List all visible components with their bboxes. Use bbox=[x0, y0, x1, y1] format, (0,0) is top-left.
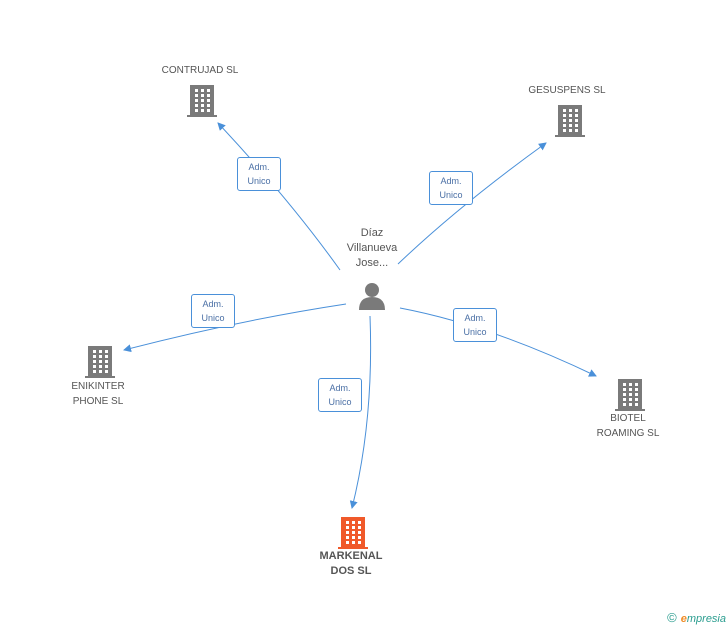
company-label-enikinter[interactable]: ENIKINTER PHONE SL bbox=[71, 381, 125, 407]
footer-brand: ©empresia bbox=[667, 610, 726, 625]
edge-enikinter bbox=[123, 303, 347, 353]
edge-markenal bbox=[349, 315, 372, 509]
edge-label-enikinter[interactable]: Adm. Unico bbox=[191, 294, 235, 328]
company-label-gesuspens[interactable]: GESUSPENS SL bbox=[528, 85, 606, 96]
brand-initial: e bbox=[680, 613, 687, 625]
person-icon[interactable] bbox=[359, 283, 385, 310]
building-icon-contrujad[interactable] bbox=[187, 85, 217, 117]
building-icon-markenal[interactable] bbox=[338, 517, 368, 549]
building-icon-enikinter[interactable] bbox=[85, 346, 115, 378]
edge-label-gesuspens[interactable]: Adm. Unico bbox=[429, 171, 473, 205]
edge-label-markenal[interactable]: Adm. Unico bbox=[318, 378, 362, 412]
company-label-contrujad[interactable]: CONTRUJAD SL bbox=[161, 65, 239, 76]
edge-contrujad bbox=[217, 122, 341, 271]
company-label-biotel[interactable]: BIOTEL ROAMING SL bbox=[596, 413, 660, 439]
building-icon-biotel[interactable] bbox=[615, 379, 645, 411]
brand-name: mpresia bbox=[686, 613, 726, 625]
person-name-label: Díaz Villanueva Jose... bbox=[346, 227, 398, 269]
edge-biotel bbox=[399, 307, 597, 377]
company-label-markenal[interactable]: MARKENAL DOS SL bbox=[319, 550, 383, 577]
copyright-symbol: © bbox=[667, 610, 677, 625]
building-icon-gesuspens[interactable] bbox=[555, 105, 585, 137]
edge-label-biotel[interactable]: Adm. Unico bbox=[453, 308, 497, 342]
edge-label-contrujad[interactable]: Adm. Unico bbox=[237, 157, 281, 191]
